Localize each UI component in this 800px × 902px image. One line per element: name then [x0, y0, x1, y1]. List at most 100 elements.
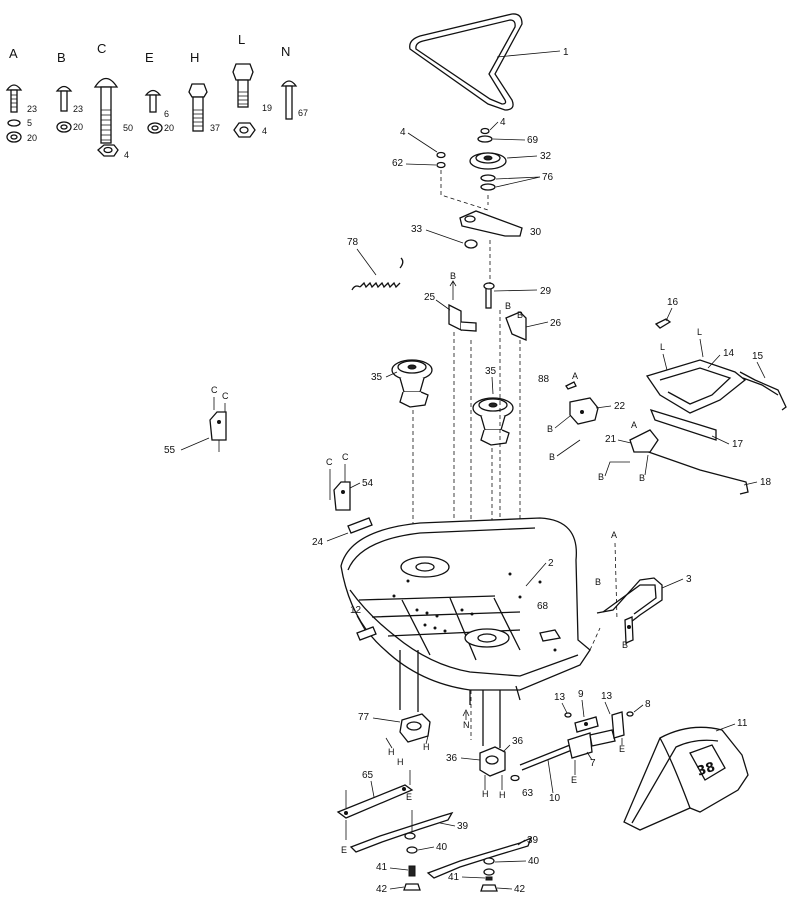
- callout-41b: 41: [448, 872, 460, 883]
- hardware-qty-e-nut: 20: [164, 123, 174, 133]
- callout-1: 1: [563, 47, 569, 58]
- bolt-e-icon: [144, 89, 163, 134]
- ref-h-36b: H: [499, 790, 506, 800]
- bolt-b-icon: [55, 85, 73, 133]
- hardware-qty-b-nut: 20: [73, 122, 83, 132]
- ref-h-77c: H: [397, 757, 404, 767]
- hardware-qty-a-washer: 5: [27, 118, 32, 128]
- callout-4b: 4: [500, 117, 506, 128]
- ref-b-22a: B: [547, 424, 553, 434]
- leader-4b: [489, 121, 499, 131]
- ref-e-7: E: [571, 775, 577, 785]
- ref-c-55a: C: [211, 385, 218, 395]
- spindle-pulley-right: [472, 397, 514, 640]
- hardware-qty-a-bolt: 23: [27, 104, 37, 114]
- hardware-qty-h-bolt: 37: [210, 123, 220, 133]
- bolt-a-icon: [5, 84, 23, 143]
- pin-88: [565, 381, 577, 390]
- callout-36a: 36: [446, 753, 458, 764]
- callout-14: 14: [723, 348, 735, 359]
- hardware-letter-a: A: [9, 46, 18, 61]
- bracket-26: [505, 311, 527, 341]
- link-bar-17: [649, 408, 717, 441]
- callout-54: 54: [362, 478, 374, 489]
- callout-32: 32: [540, 151, 552, 162]
- hardware-qty-c-nut: 4: [124, 150, 129, 160]
- blade-adapter-65: [336, 770, 414, 840]
- ref-b-26b: B: [517, 310, 523, 320]
- hardware-key: A 23 5 20 B 23 20 C 50 4: [5, 32, 308, 160]
- ref-a-88: A: [572, 371, 578, 381]
- decal-24: [347, 517, 373, 534]
- leader-33: [425, 229, 464, 244]
- callout-77: 77: [358, 712, 370, 723]
- bracket-55: [209, 411, 227, 452]
- callout-13a: 13: [554, 692, 566, 703]
- callout-68: 68: [537, 601, 549, 612]
- callout-40b: 40: [528, 856, 540, 867]
- hardware-letter-h: H: [190, 50, 199, 65]
- callout-62: 62: [392, 158, 404, 169]
- bracket-21: [629, 429, 659, 453]
- ref-b-22b: B: [549, 452, 555, 462]
- leader-76: [495, 176, 541, 188]
- callout-39a: 39: [457, 821, 469, 832]
- callout-42a: 42: [376, 884, 388, 895]
- ref-b-25: B: [450, 271, 456, 281]
- ref-b-3b: B: [622, 640, 628, 650]
- bracket-22: [569, 397, 599, 425]
- callout-78: 78: [347, 237, 359, 248]
- callout-39b: 39: [527, 835, 539, 846]
- callout-42b: 42: [514, 884, 526, 895]
- spindle-pulley-left: [391, 359, 433, 555]
- hardware-letter-e: E: [145, 50, 154, 65]
- callout-65: 65: [362, 770, 374, 781]
- ref-e-8: E: [619, 744, 625, 754]
- callout-8: 8: [645, 699, 651, 710]
- hardware-qty-l-nut: 4: [262, 126, 267, 136]
- callout-40a: 40: [436, 842, 448, 853]
- callout-17: 17: [732, 439, 744, 450]
- hardware-qty-e-bolt: 6: [164, 109, 169, 119]
- callout-10: 10: [549, 793, 561, 804]
- washer-63: [510, 774, 520, 782]
- ref-b-21b: B: [639, 473, 645, 483]
- mower-deck: [340, 517, 591, 705]
- front-hanger-bracket: [596, 577, 663, 644]
- carriage-bolt-c-icon: [93, 77, 119, 157]
- hardware-letter-b: B: [57, 50, 66, 65]
- callout-88: 88: [538, 374, 550, 385]
- callout-13b: 13: [601, 691, 613, 702]
- ref-l-14b: L: [697, 327, 702, 337]
- callout-21: 21: [605, 434, 617, 445]
- shroud-emblem: 38: [695, 760, 717, 780]
- deck-holes: [392, 572, 557, 652]
- callout-15: 15: [752, 351, 764, 362]
- hardware-qty-n-bolt: 67: [298, 108, 308, 118]
- ref-e-65b: E: [406, 792, 412, 802]
- bracket-25: [448, 303, 477, 332]
- leader-62: [405, 163, 437, 166]
- callout-22: 22: [614, 401, 626, 412]
- tension-spring: [351, 257, 404, 291]
- callout-24: 24: [312, 537, 324, 548]
- ref-b-26a: B: [505, 301, 511, 311]
- leader-4a: [407, 132, 438, 153]
- ref-c-54a: C: [326, 457, 333, 467]
- leader-1: [496, 50, 561, 58]
- callout-30: 30: [530, 227, 542, 238]
- hex-bolt-h-icon: [188, 83, 208, 132]
- ref-h-77b: H: [423, 742, 430, 752]
- ref-e-65a: E: [341, 845, 347, 855]
- hardware-qty-a-nut: 20: [27, 133, 37, 143]
- callout-7: 7: [590, 758, 596, 769]
- callout-35b: 35: [485, 366, 497, 377]
- hex-bolt-l-icon: [232, 63, 256, 138]
- drive-shaft-assembly: [519, 711, 634, 771]
- leader-78: [356, 248, 377, 276]
- decal-68: [539, 629, 562, 642]
- callout-63: 63: [522, 788, 534, 799]
- leader-29: [493, 289, 538, 292]
- v-belt: [409, 13, 523, 111]
